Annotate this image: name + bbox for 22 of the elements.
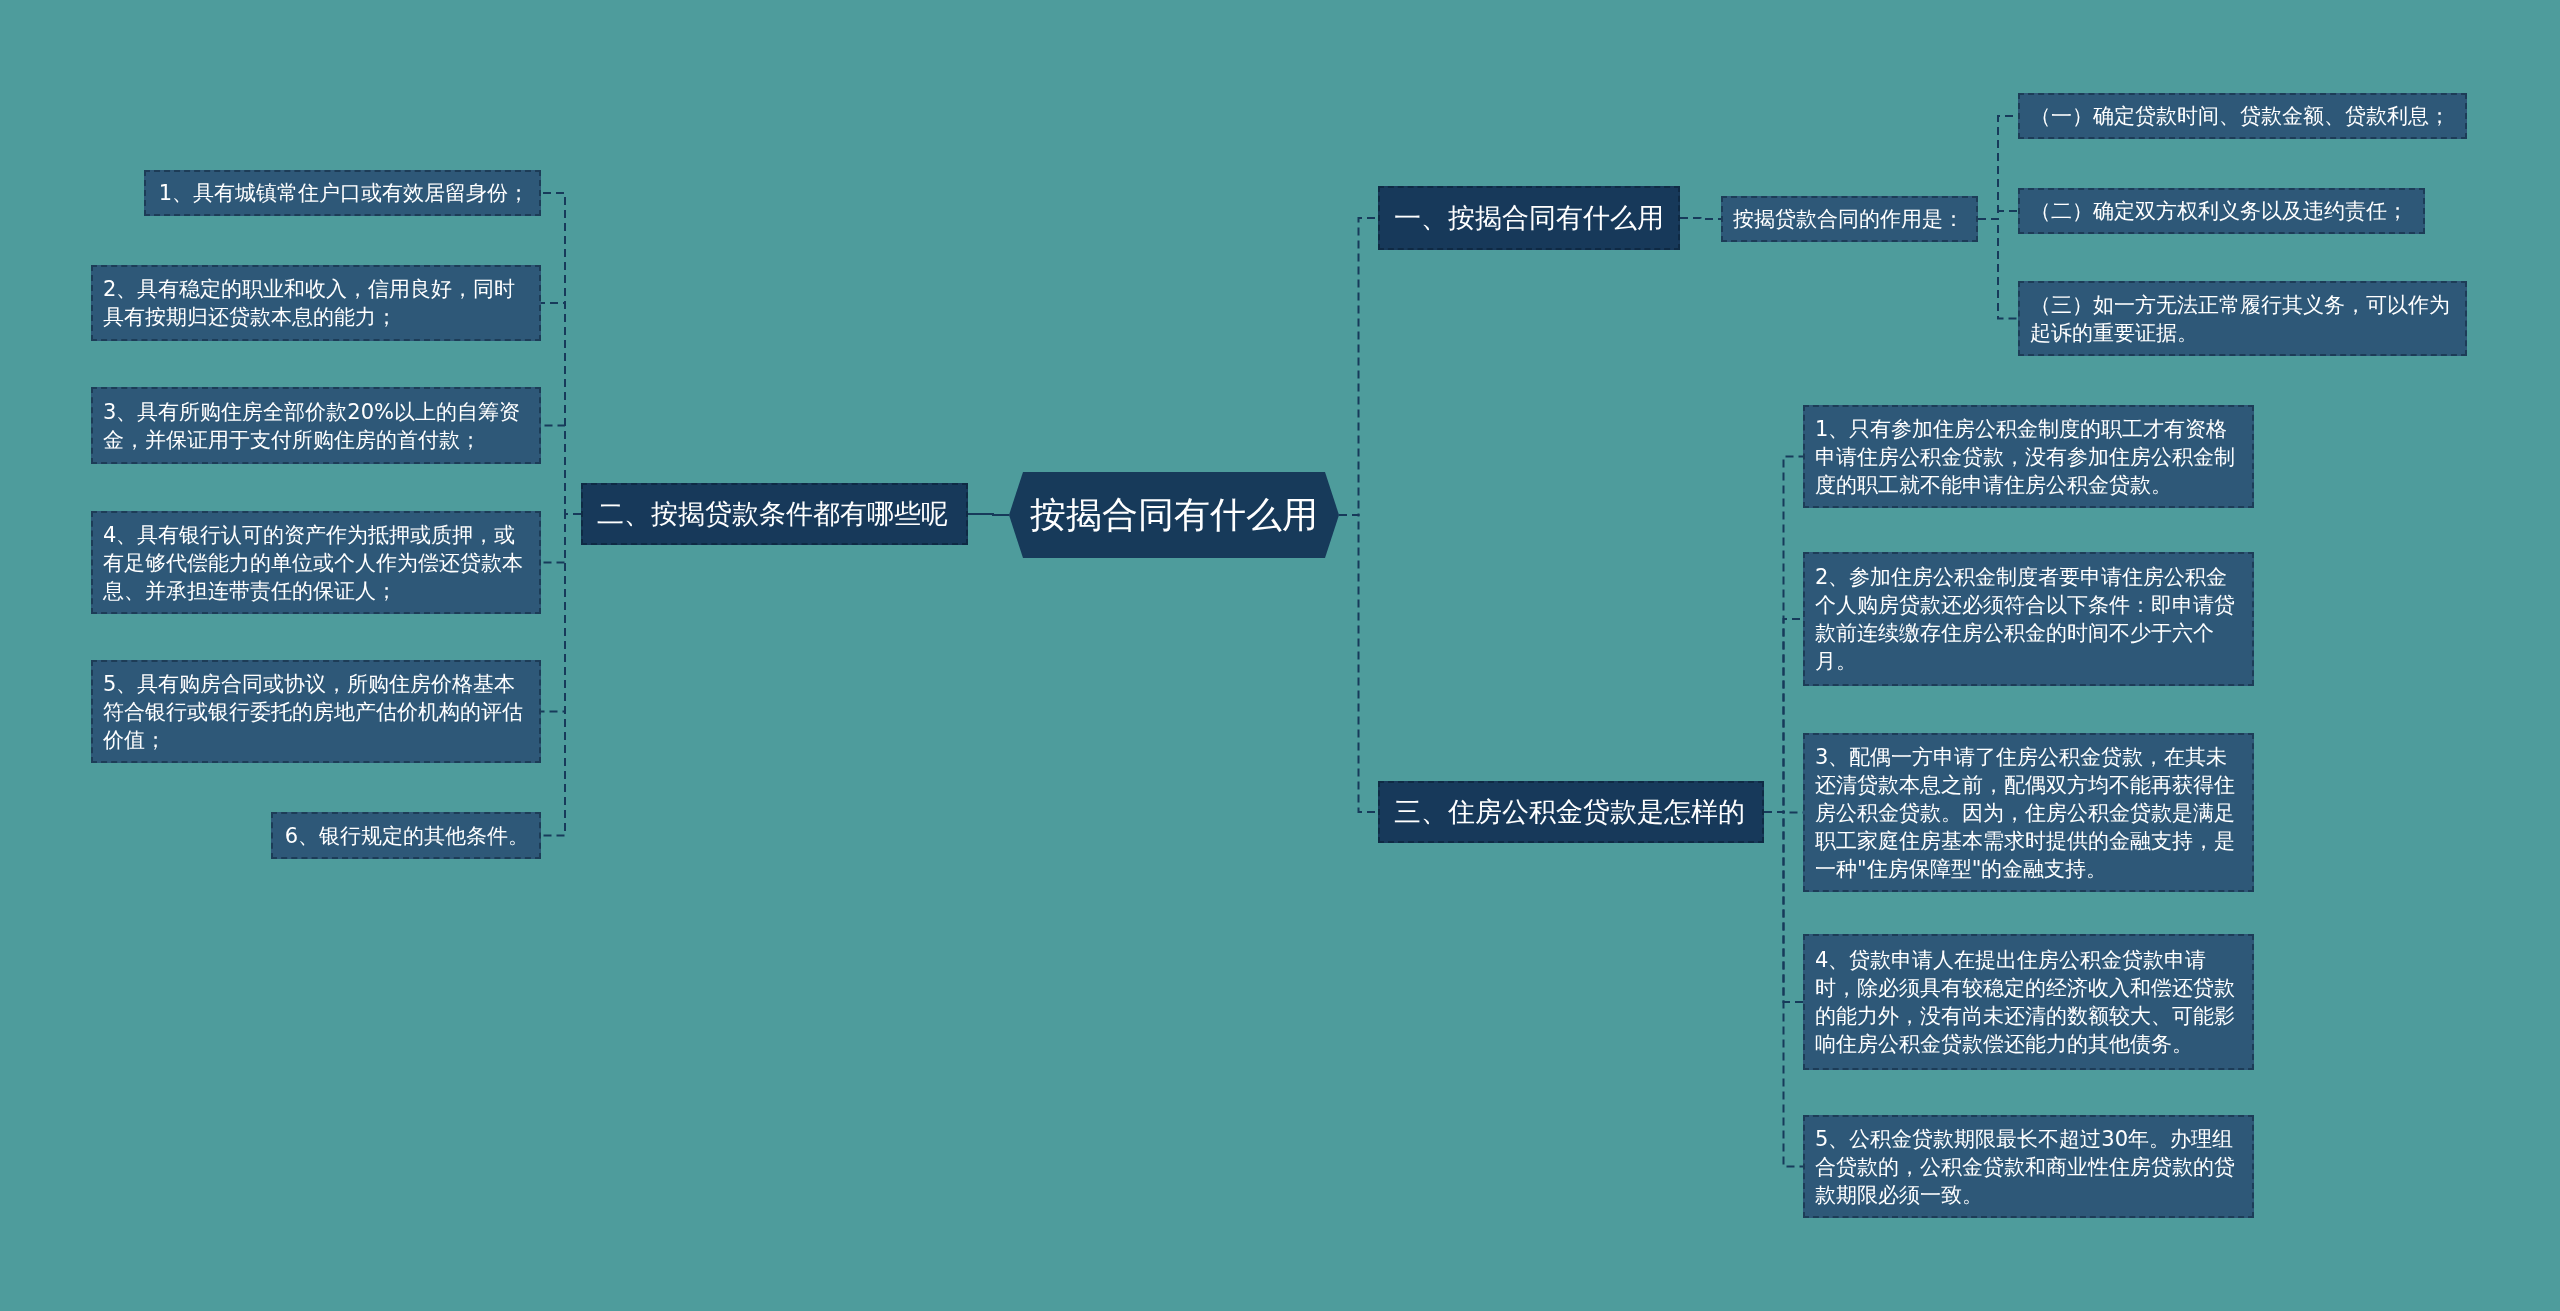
topic-box: 三、住房公积金贷款是怎样的 <box>1378 781 1764 843</box>
subtopic-box: 1、只有参加住房公积金制度的职工才有资格申请住房公积金贷款，没有参加住房公积金制度的职工就不能申请住房公积金贷款。 <box>1803 405 2254 508</box>
subtopic-box: 3、配偶一方申请了住房公积金贷款，在其未还清贷款本息之前，配偶双方均不能再获得住房公积金贷款。因为，住房公积金贷款是满足职工家庭住房基本需求时提供的金融支持，是一种"住房保障型"的金融支持。 <box>1803 733 2254 892</box>
connector-line <box>1977 218 2019 320</box>
connector-line <box>1679 217 1722 220</box>
subtopic-box: （二）确定双方权利义务以及违约责任； <box>2018 188 2425 234</box>
subtopic-box: （三）如一方无法正常履行其义务，可以作为起诉的重要证据。 <box>2018 281 2467 356</box>
topic-box: 二、按揭贷款条件都有哪些呢 <box>581 483 968 545</box>
connector-line <box>967 513 1010 516</box>
subtopic-box: 4、贷款申请人在提出住房公积金贷款申请时，除必须具有较稳定的经济收入和偿还贷款的能力外，没有尚未还清的数额较大、可能影响住房公积金贷款偿还能力的其他债务。 <box>1803 934 2254 1070</box>
subtopic-box: 2、具有稳定的职业和收入，信用良好，同时具有按期归还贷款本息的能力； <box>91 265 541 341</box>
subtopic-box: 1、具有城镇常住户口或有效居留身份； <box>144 170 541 216</box>
central-topic-hexagon: 按揭合同有什么用 <box>1009 472 1339 558</box>
subtopic-box: 5、公积金贷款期限最长不超过30年。办理组合贷款的，公积金贷款和商业性住房贷款的贷款期限必须一致。 <box>1803 1115 2254 1218</box>
subtopic-box: 5、具有购房合同或协议，所购住房价格基本符合银行或银行委托的房地产估价机构的评估价值； <box>91 660 541 763</box>
subtopic-box: 3、具有所购住房全部价款20%以上的自筹资金，并保证用于支付所购住房的首付款； <box>91 387 541 464</box>
subtopic-box: 2、参加住房公积金制度者要申请住房公积金个人购房贷款还必须符合以下条件：即申请贷款前连续缴存住房公积金的时间不少于六个月。 <box>1803 552 2254 686</box>
topic-box: 一、按揭合同有什么用 <box>1378 186 1680 250</box>
subtopic-box: 6、银行规定的其他条件。 <box>271 812 541 859</box>
subtopic-box: （一）确定贷款时间、贷款金额、贷款利息； <box>2018 93 2467 139</box>
subtopic-box: 按揭贷款合同的作用是： <box>1721 196 1978 242</box>
subtopic-box: 4、具有银行认可的资产作为抵押或质押，或有足够代偿能力的单位或个人作为偿还贷款本息、并承担连带责任的保证人； <box>91 511 541 614</box>
